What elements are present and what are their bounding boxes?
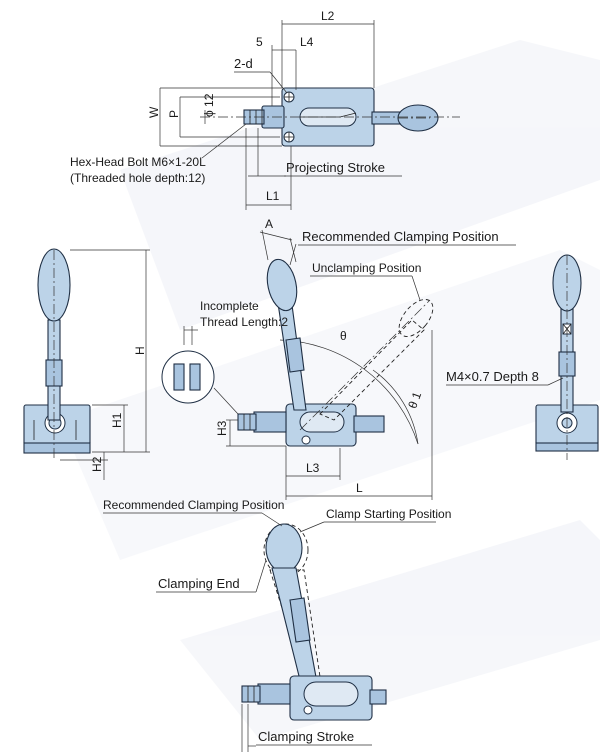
- dim-2-d: 2-d: [234, 56, 253, 71]
- side-recommended-label: Recommended Clamping Position: [302, 229, 499, 244]
- dim-P: P: [167, 110, 181, 118]
- dim-L3: L3: [306, 461, 320, 475]
- bolt-note-line1: Hex-Head Bolt M6×1-20L: [70, 155, 206, 169]
- unclamping-label: Unclamping Position: [312, 261, 421, 275]
- bottom-view: Recommended Clamping Position Clamp Star…: [103, 498, 451, 752]
- dim-H: H: [133, 346, 147, 355]
- dim-theta: θ: [340, 329, 347, 343]
- bottom-recommended-label: Recommended Clamping Position: [103, 498, 284, 512]
- side-view: θ θ 1 A Recommended Clamping Position Un…: [161, 217, 516, 500]
- dim-L4: L4: [300, 35, 314, 49]
- right-view: M4×0.7 Depth 8: [446, 254, 599, 460]
- dim-W: W: [147, 106, 161, 118]
- clamping-stroke-label: Clamping Stroke: [258, 729, 354, 744]
- thread-note: M4×0.7 Depth 8: [446, 369, 539, 384]
- clamp-starting-label: Clamp Starting Position: [326, 507, 451, 521]
- dim-L: L: [356, 481, 363, 495]
- incomplete-line1: Incomplete: [200, 299, 259, 313]
- dim-theta1: θ 1: [405, 390, 424, 411]
- dim-phi12: ϕ 12: [202, 93, 216, 117]
- dim-H3: H3: [215, 420, 229, 436]
- front-view: H H1 H2: [23, 248, 150, 480]
- dim-5: 5: [256, 35, 263, 49]
- projecting-stroke-label: Projecting Stroke: [286, 160, 385, 175]
- dim-H1: H1: [110, 412, 124, 428]
- clamping-end-label: Clamping End: [158, 576, 240, 591]
- top-view: L2 5 L4 2-d W P ϕ 12 Hex-Head Bolt M6×1-…: [70, 9, 460, 210]
- dim-L2: L2: [321, 9, 335, 23]
- dim-H2: H2: [90, 456, 104, 472]
- bolt-note-line2: (Threaded hole depth:12): [70, 171, 205, 185]
- incomplete-line2: Thread Length:2: [200, 315, 288, 329]
- dim-L1: L1: [266, 189, 280, 203]
- dim-A: A: [265, 217, 273, 231]
